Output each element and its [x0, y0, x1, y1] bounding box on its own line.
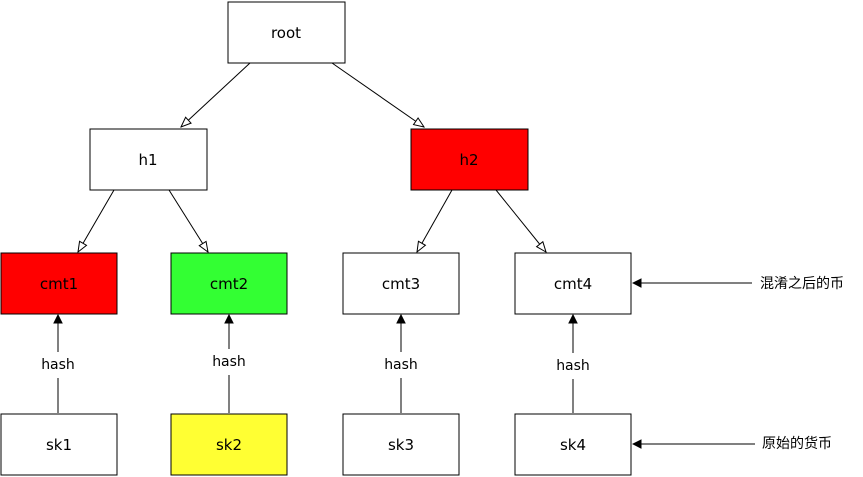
node-root-label: root [271, 24, 301, 42]
hash-edges [58, 315, 573, 413]
node-sk1: sk1 [0, 413, 118, 476]
node-sk2-box [170, 413, 288, 476]
node-cmt3: cmt3 [342, 252, 460, 315]
node-cmt1-box [0, 252, 118, 315]
node-root: root [227, 1, 346, 64]
hash-label-4: hash [556, 358, 590, 374]
hash-label-3: hash [384, 357, 418, 373]
node-sk3-label: sk3 [388, 436, 414, 454]
node-cmt2-label: cmt2 [210, 275, 248, 293]
node-cmt4: cmt4 [514, 252, 632, 315]
edge-h1-cmt2 [168, 189, 208, 252]
edge-h1-cmt1 [78, 189, 115, 252]
node-sk3-box [342, 413, 460, 476]
tree-edges [78, 62, 546, 252]
node-sk2-label: sk2 [216, 436, 242, 454]
hash-label-1: hash [41, 357, 75, 373]
node-cmt4-label: cmt4 [554, 275, 592, 293]
annotation-arrows [633, 283, 755, 444]
node-sk4-label: sk4 [560, 436, 586, 454]
node-cmt3-box [342, 252, 460, 315]
node-sk4-box [514, 413, 632, 476]
node-cmt2-box [170, 252, 288, 315]
node-cmt1-label: cmt1 [40, 275, 78, 293]
node-sk1-box [0, 413, 118, 476]
annotation-original-coin: 原始的货币 [762, 435, 832, 452]
node-cmt4-box [514, 252, 632, 315]
edge-root-h1 [181, 62, 251, 127]
edge-root-h2 [331, 62, 424, 127]
node-h1-label: h1 [138, 151, 157, 169]
node-h1-box [89, 128, 208, 191]
edge-h2-cmt4 [495, 189, 546, 252]
node-sk3: sk3 [342, 413, 460, 476]
node-h2: h2 [410, 128, 529, 191]
hash-label-2: hash [212, 354, 246, 370]
node-cmt2: cmt2 [170, 252, 288, 315]
node-h2-box [410, 128, 529, 191]
edge-h2-cmt3 [417, 189, 453, 252]
annotation-mixed-coin: 混淆之后的币 [760, 276, 844, 292]
node-sk4: sk4 [514, 413, 632, 476]
node-sk1-label: sk1 [46, 436, 72, 454]
node-cmt3-label: cmt3 [382, 275, 420, 293]
node-cmt1: cmt1 [0, 252, 118, 315]
node-h1: h1 [89, 128, 208, 191]
node-h2-label: h2 [459, 151, 478, 169]
node-sk2: sk2 [170, 413, 288, 476]
node-root-box [227, 1, 346, 64]
